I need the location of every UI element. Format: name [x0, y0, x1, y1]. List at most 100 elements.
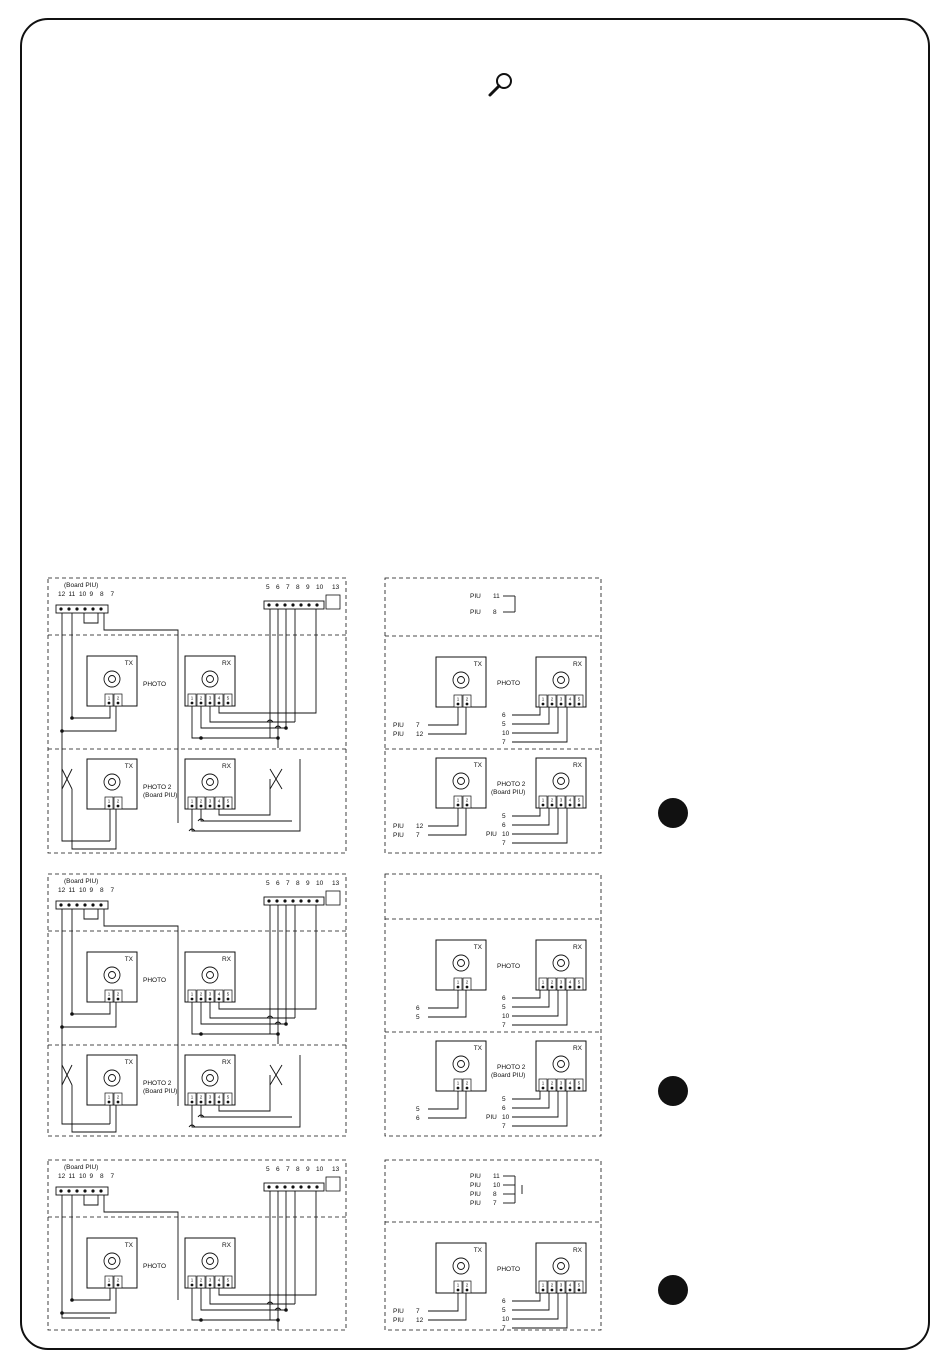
- motor-connector: [325, 1176, 341, 1192]
- board-terminal-strip-body: [55, 900, 109, 910]
- terminal-number: 1: [191, 696, 194, 701]
- wiring-frame: [47, 577, 347, 854]
- lens-outer: [201, 670, 219, 688]
- motor-terminal-strip: [263, 896, 325, 906]
- wire-crossover: [188, 828, 196, 832]
- device-terminal: [556, 795, 566, 809]
- terminal-number: 4: [218, 1095, 221, 1100]
- terminal-screw: [559, 1288, 563, 1292]
- rx-terminal: 10: [502, 1114, 510, 1121]
- terminal-screw: [559, 803, 563, 807]
- motor-terminal-extra: 13: [332, 880, 340, 887]
- tx-terminal: 12: [416, 731, 424, 738]
- motor-terminal-number: 10: [316, 584, 324, 591]
- terminal-screw: [208, 1100, 212, 1104]
- wire: [200, 1288, 286, 1311]
- rx-terminal: 5: [502, 1096, 506, 1103]
- schematic-frame: [384, 577, 602, 854]
- bridge-terminal: 11: [493, 1173, 500, 1180]
- lens-inner: [557, 959, 565, 967]
- terminal-screw: [107, 997, 111, 1001]
- terminal-number: 2: [551, 798, 554, 803]
- wire: [209, 1288, 295, 1305]
- strip-screw: [275, 1185, 279, 1189]
- device-terminal: [223, 1092, 233, 1106]
- lens-inner: [457, 1262, 465, 1270]
- motor-terminal-number: 6: [276, 880, 280, 887]
- magnifier-icon[interactable]: [486, 70, 516, 100]
- strip-screw: [75, 903, 79, 907]
- board-terminal-strip-body: [55, 604, 109, 614]
- photo-label: PHOTO 2: [497, 781, 526, 788]
- wiring-frame: [47, 1159, 347, 1331]
- junction-dot: [60, 1025, 64, 1029]
- terminal-screw: [107, 701, 111, 705]
- wire: [512, 1293, 550, 1311]
- tx-label: TX: [474, 762, 483, 769]
- terminal-number: 1: [457, 980, 460, 985]
- wire: [200, 706, 286, 729]
- terminal-screw: [465, 1288, 469, 1292]
- terminal-number: 2: [117, 1278, 120, 1283]
- wire: [512, 707, 568, 743]
- terminal-screw: [550, 803, 554, 807]
- terminal-screw: [559, 702, 563, 706]
- lens-outer: [452, 772, 470, 790]
- rx-terminal: 10: [502, 831, 510, 838]
- tx-terminal: 6: [416, 1115, 420, 1122]
- motor-terminal-number: 6: [276, 584, 280, 591]
- terminal-number: 5: [578, 697, 581, 702]
- wire: [83, 613, 99, 624]
- strip-screw: [99, 903, 103, 907]
- photo2-label: PHOTO 2: [143, 1080, 172, 1087]
- motor-terminal-strip: [263, 1182, 325, 1192]
- bridge-prefix: PIU: [470, 1173, 481, 1180]
- tx-label: TX: [125, 1242, 134, 1249]
- strip-screw: [267, 603, 271, 607]
- terminal-screw: [217, 804, 221, 808]
- strip-screw: [275, 899, 279, 903]
- terminal-number: 1: [457, 1081, 460, 1086]
- wire: [512, 808, 550, 826]
- tx-terminal: 7: [416, 1308, 420, 1315]
- lens-inner: [457, 676, 465, 684]
- tx-label: TX: [474, 944, 483, 951]
- strip-screw: [67, 607, 71, 611]
- rx-prefix: PIU: [486, 1114, 497, 1121]
- terminal-screw: [541, 702, 545, 706]
- device-terminal: [113, 989, 123, 1003]
- device-terminal: [104, 693, 114, 707]
- terminal-number: 4: [569, 798, 572, 803]
- terminal-number: 1: [542, 798, 545, 803]
- page-frame: [20, 18, 930, 1350]
- strip-screw: [59, 1189, 63, 1193]
- terminal-number: 2: [200, 992, 203, 997]
- bridge-prefix: PIU: [470, 1191, 481, 1198]
- terminal-screw: [199, 804, 203, 808]
- terminal-screw: [456, 702, 460, 706]
- motor-terminal-strip: [263, 600, 325, 610]
- rx-prefix: PIU: [486, 831, 497, 838]
- lens-inner: [457, 777, 465, 785]
- wire: [103, 613, 179, 823]
- lens-outer: [201, 1252, 219, 1270]
- lens-outer: [552, 772, 570, 790]
- terminal-number: 1: [542, 980, 545, 985]
- terminal-number: 4: [569, 1283, 572, 1288]
- wire: [269, 768, 283, 790]
- terminal-number: 1: [542, 1081, 545, 1086]
- rx-terminal: 7: [502, 840, 506, 847]
- bridge-prefix: PIU: [470, 609, 481, 616]
- terminal-screw: [107, 804, 111, 808]
- lens-outer: [103, 670, 121, 688]
- device-terminal: [556, 1280, 566, 1294]
- terminal-number: 2: [551, 980, 554, 985]
- device-terminal: [547, 1280, 557, 1294]
- board-label: (Board PIU): [64, 878, 98, 885]
- device-terminal: [223, 1275, 233, 1289]
